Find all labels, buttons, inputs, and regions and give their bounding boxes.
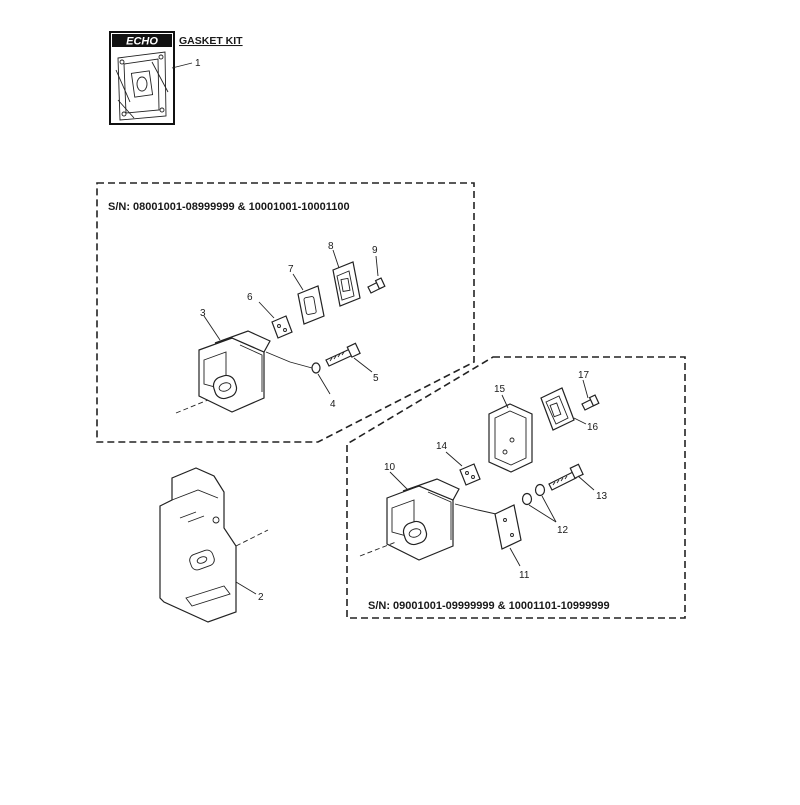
callout-1-leader	[171, 62, 193, 69]
muffler-assembly-b	[359, 471, 497, 561]
callout-1: 1	[195, 58, 201, 69]
gasket-kit-title: GASKET KIT	[179, 35, 243, 47]
echo-logo-text: ECHO	[126, 36, 158, 48]
callout-11: 11	[519, 570, 530, 581]
callout-3: 3	[200, 308, 206, 319]
callout-17: 17	[578, 370, 590, 381]
callout-15: 15	[494, 384, 506, 395]
screw-17	[581, 379, 600, 411]
callout-4: 4	[330, 399, 336, 410]
bolt-5	[325, 342, 373, 373]
muffler-assembly-a	[175, 315, 313, 414]
bolt-13	[548, 463, 595, 491]
callout-8: 8	[328, 241, 334, 252]
callout-9: 9	[372, 245, 378, 256]
callout-6: 6	[247, 292, 253, 303]
callout-13: 13	[596, 491, 608, 502]
group-b-dashed-border	[346, 356, 686, 619]
echo-logo-banner	[112, 34, 172, 47]
serial-group-a: S/N: 08001001-08999999 & 10001001-100011…	[96, 182, 475, 443]
callout-12: 12	[557, 525, 569, 536]
callout-16: 16	[587, 422, 599, 433]
gasket-7	[292, 273, 325, 325]
gasket-6	[258, 301, 293, 339]
group-a-serial-label: S/N: 08001001-08999999 & 10001001-100011…	[108, 201, 350, 213]
callout-5: 5	[373, 373, 379, 384]
plate-11	[494, 504, 522, 567]
callout-2: 2	[258, 592, 264, 603]
plate-8	[332, 249, 361, 307]
gasket-kit-legend: ECHO GASKET KIT 1	[109, 31, 243, 125]
group-b-serial-label: S/N: 09001001-09999999 & 10001101-109999…	[368, 600, 610, 612]
heat-shield-15	[488, 394, 533, 473]
plate-16	[540, 387, 587, 431]
gasket-kit-illustration	[115, 51, 169, 121]
callout-14: 14	[436, 441, 448, 452]
washers-12	[521, 483, 557, 523]
callout-7: 7	[288, 264, 294, 275]
gasket-14	[445, 451, 481, 486]
group-a-dashed-border	[96, 182, 475, 443]
washer-4	[311, 362, 331, 395]
engine-plate-2: 2	[159, 467, 269, 623]
callout-10: 10	[384, 462, 396, 473]
gasket-kit-frame	[109, 31, 175, 125]
serial-group-b: S/N: 09001001-09999999 & 10001101-109999…	[346, 356, 686, 619]
screw-9	[367, 255, 386, 294]
